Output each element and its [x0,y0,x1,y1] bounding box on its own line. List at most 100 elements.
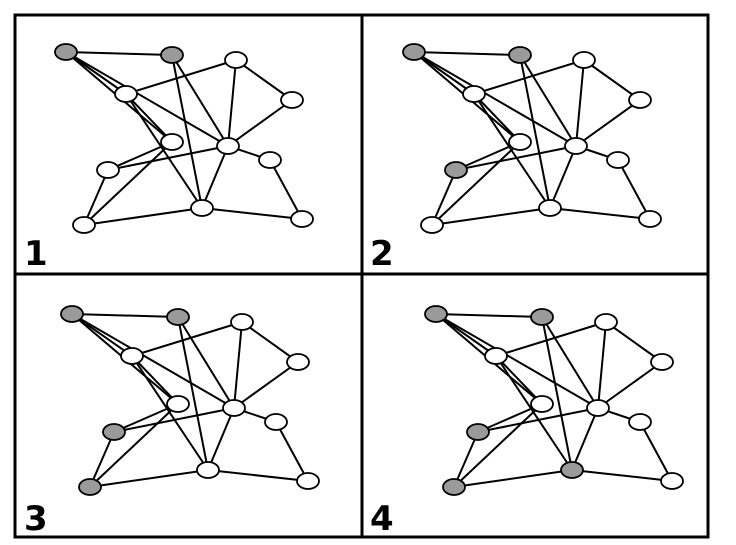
graph-edge [113,403,179,433]
graph-node [230,313,254,331]
graph-node [628,91,652,109]
panel-2-label: 2 [370,234,394,274]
panel-4: 4 [370,305,684,539]
graph-node [296,472,320,490]
graph-edge [65,51,229,147]
graph-node [538,199,562,217]
graph-edge [455,145,577,171]
graph-edge [477,403,543,433]
graph-node-highlighted [102,423,126,441]
graph-edge [227,99,293,147]
graph-node [280,91,304,109]
panel-1-label: 1 [24,234,48,274]
panel-1-edges [65,51,303,226]
graph-node [628,413,652,431]
graph-edge [177,316,209,471]
graph-edge [455,141,521,171]
panel-3-nodes [60,305,320,496]
graph-node-highlighted [530,308,554,326]
graph-edge [605,321,663,363]
panel-4-label: 4 [370,499,394,539]
graph-edge [125,93,203,209]
graph-edge [241,321,299,363]
graph-node [196,461,220,479]
graph-edge [71,313,179,318]
graph-edge [473,59,585,95]
graph-edge [453,469,573,488]
graph-edge [519,54,577,147]
graph-edge [617,159,651,220]
graph-edge [65,51,127,95]
graph-edge [107,141,173,171]
graph-node [166,395,190,413]
graph-edge [413,51,521,56]
graph-edge [171,54,203,209]
graph-node [508,133,532,151]
graph-edge [541,316,599,409]
graph-edge [235,59,293,101]
graph-node [96,161,120,179]
graph-node [606,151,630,169]
graph-node-highlighted [54,43,78,61]
graph-node [264,413,288,431]
panel-4-nodes [424,305,684,496]
graph-node-highlighted [166,308,190,326]
graph-edge [597,361,663,409]
panel-2: 2 [370,43,662,274]
graph-edge [71,313,133,357]
graph-node [160,133,184,151]
graph-node [650,353,674,371]
graph-edge [83,207,203,226]
graph-edge [549,207,651,220]
graph-edge [269,159,303,220]
panel-1: 1 [24,43,314,274]
graph-edge [473,93,551,209]
graph-node [72,216,96,234]
graph-edge [107,145,229,171]
graph-edge [495,321,607,357]
graph-edge [201,145,229,209]
graph-node-highlighted [444,161,468,179]
graph-edge [89,469,209,488]
graph-edge [575,59,585,147]
graph-edge [71,313,235,409]
graph-node-highlighted [160,46,184,64]
graph-edge [571,407,599,471]
graph-node-highlighted [424,305,448,323]
panel-3: 3 [24,305,320,539]
graph-edge [65,51,173,56]
graph-edge [435,313,599,409]
graph-edge [207,407,235,471]
graph-edge [171,54,229,147]
graph-edge [113,407,235,433]
graph-edge [177,316,235,409]
graph-edge [413,51,475,95]
graph-edge [83,141,173,226]
graph-node [224,51,248,69]
graph-node-highlighted [402,43,426,61]
graph-node [120,347,144,365]
graph-edge [453,403,543,488]
graph-node [216,137,240,155]
panel-3-label: 3 [24,499,48,539]
graph-node-highlighted [60,305,84,323]
graph-edge [131,355,209,471]
graph-node [638,210,662,228]
graph-edge [431,169,457,226]
graph-node [594,313,618,331]
graph-edge [453,431,479,488]
graph-edge [549,145,577,209]
graph-node [114,85,138,103]
graph-edge [431,141,521,226]
graph-node [420,216,444,234]
graph-node [190,199,214,217]
graph-edge [275,421,309,482]
graph-edge [131,355,179,405]
graph-node [564,137,588,155]
graph-node-highlighted [508,46,532,64]
graph-edge [201,207,303,220]
panel-2-edges [413,51,651,226]
graph-edge [541,316,573,471]
graph-edge [583,59,641,101]
graph-edge [473,93,521,143]
